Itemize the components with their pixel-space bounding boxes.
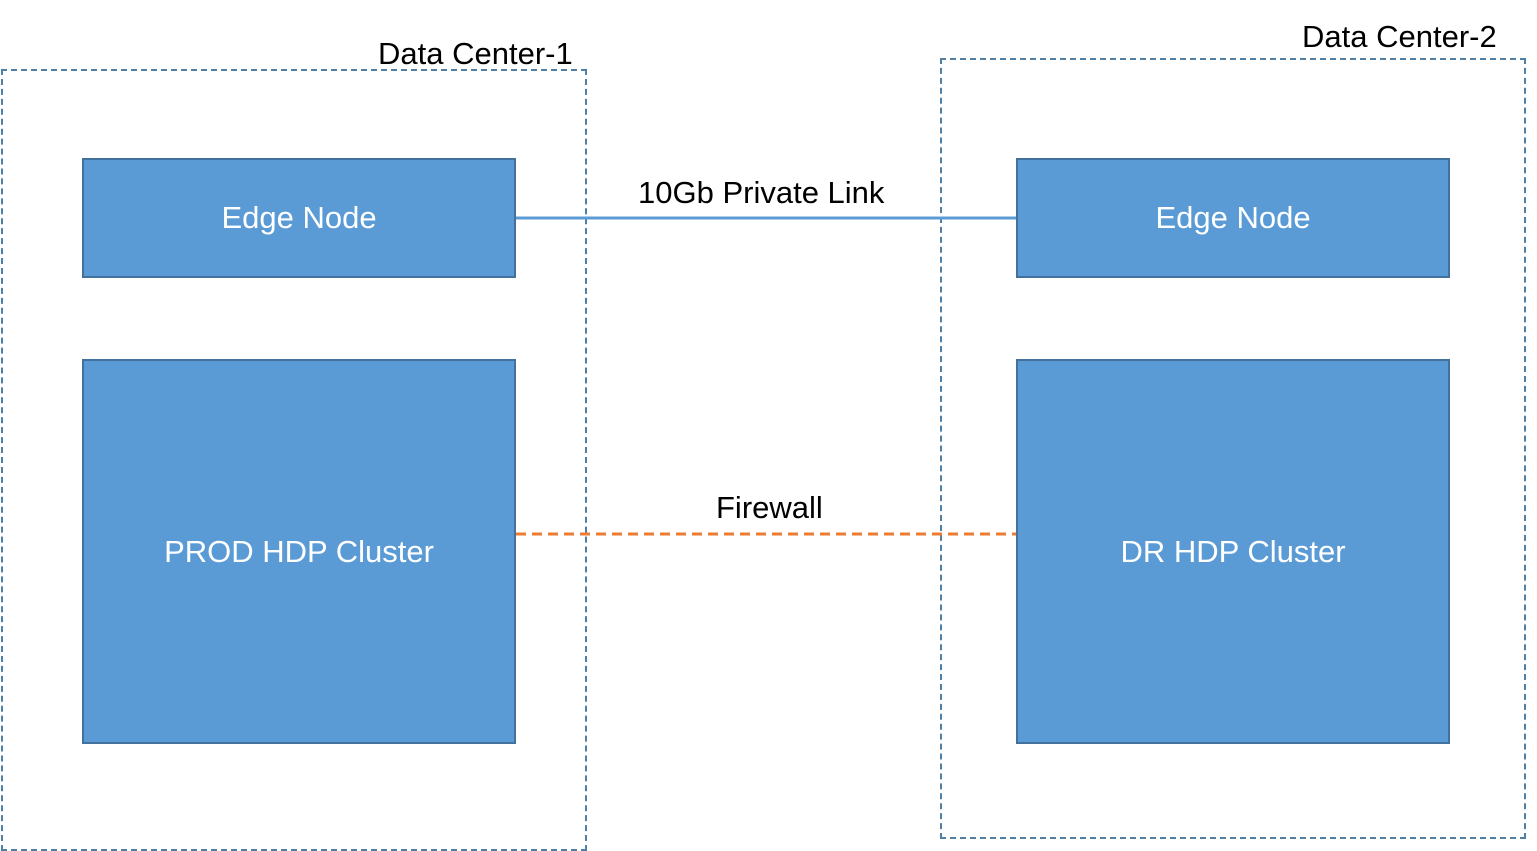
data-center-2-label: Data Center-2 (1302, 19, 1497, 54)
edge-node-dc1-label: Edge Node (221, 200, 377, 235)
prod-hdp-cluster[interactable]: PROD HDP Cluster (82, 359, 516, 744)
data-center-1-label: Data Center-1 (378, 36, 573, 71)
edge-node-dc1[interactable]: Edge Node (82, 158, 516, 278)
data-center-1-boundary (1, 69, 587, 851)
prod-hdp-cluster-label: PROD HDP Cluster (164, 533, 434, 569)
data-center-2-boundary (940, 58, 1526, 839)
private-link-label: 10Gb Private Link (638, 175, 885, 210)
dr-hdp-cluster[interactable]: DR HDP Cluster (1016, 359, 1450, 744)
edge-node-dc2[interactable]: Edge Node (1016, 158, 1450, 278)
edge-node-dc2-label: Edge Node (1155, 200, 1311, 235)
firewall-label: Firewall (716, 490, 823, 525)
dr-hdp-cluster-label: DR HDP Cluster (1120, 533, 1346, 569)
